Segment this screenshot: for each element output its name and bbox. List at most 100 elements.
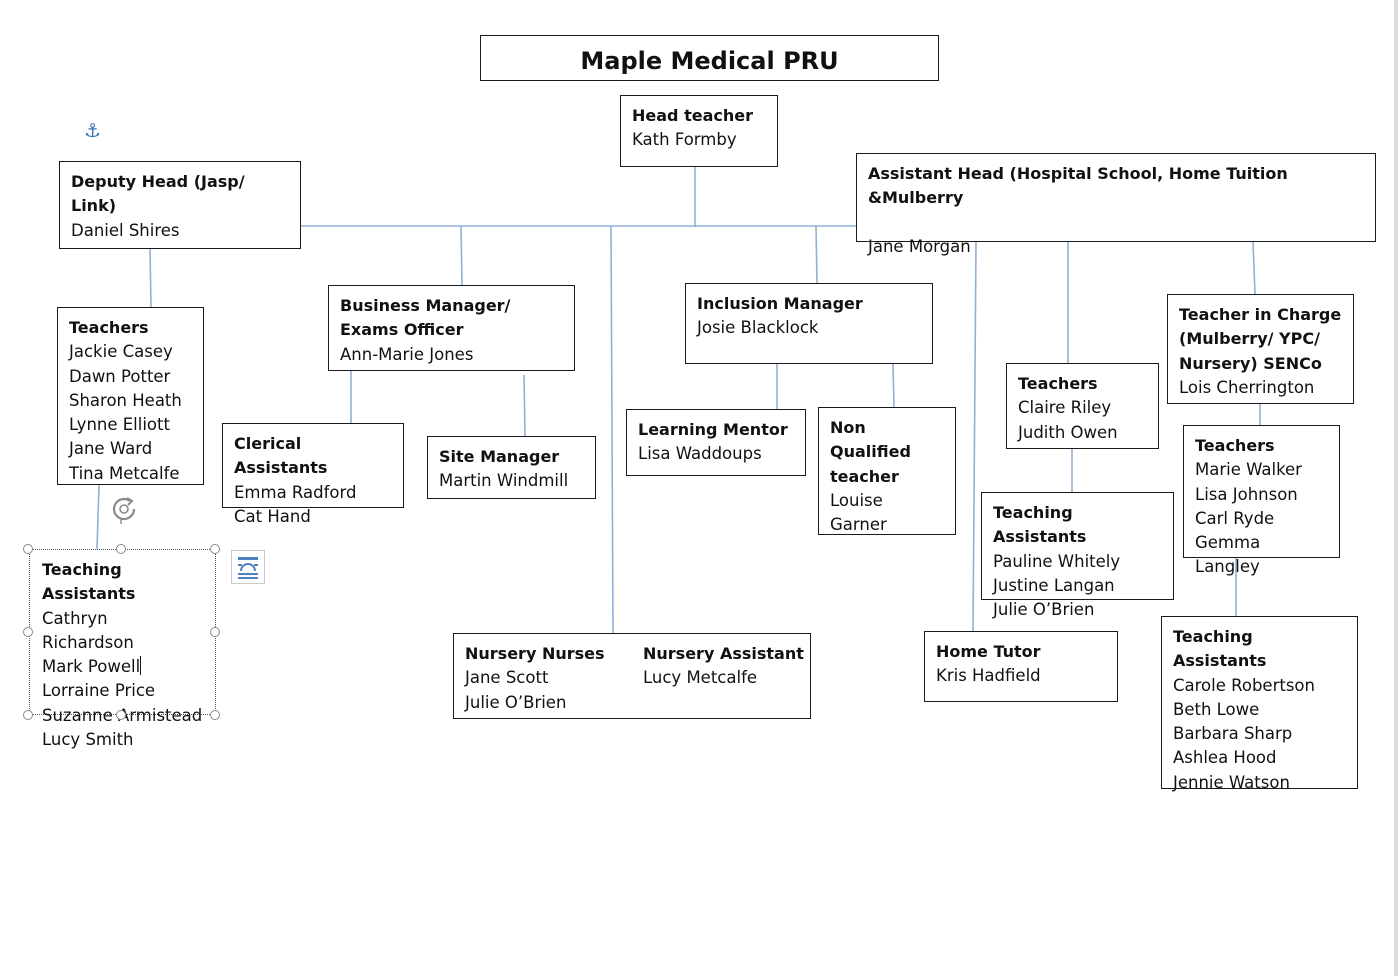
learning-mentor-heading: Learning Mentor	[638, 420, 788, 439]
staff-name: Beth Lowe	[1173, 699, 1260, 719]
staff-name: Lucy Metcalfe	[643, 668, 758, 688]
staff-name: Lorraine Price	[42, 681, 156, 701]
staff-name: Claire Riley	[1018, 398, 1112, 418]
rotate-handle-icon[interactable]	[108, 492, 140, 524]
teacher-in-charge-box: Teacher in Charge (Mulberry/ YPC/ Nurser…	[1167, 294, 1354, 404]
tic-heading-line: Nursery) SENCo	[1179, 353, 1322, 373]
connector	[523, 374, 526, 437]
anchor-icon[interactable]: ⚓	[84, 120, 102, 142]
head-teacher-name: Kath Formby	[632, 130, 737, 150]
resize-handle[interactable]	[210, 710, 220, 720]
resize-handle[interactable]	[210, 627, 220, 637]
staff-name: Ashlea Hood	[1173, 748, 1277, 768]
tic-heading-line: Teacher in Charge	[1179, 305, 1342, 324]
connector	[972, 241, 977, 632]
ah-tas-heading: Teaching Assistants	[993, 503, 1087, 547]
resize-handle[interactable]	[210, 544, 220, 554]
staff-name: Julie O’Brien	[465, 692, 567, 712]
non-qualified-heading-line: teacher	[830, 466, 899, 486]
tic-tas-heading: Teaching Assistants	[1173, 627, 1267, 671]
staff-name: Marie Walker	[1195, 460, 1302, 480]
deputy-teachers-heading: Teachers	[69, 318, 149, 337]
staff-name: Judith Owen	[1018, 422, 1118, 442]
tic-heading-line: (Mulberry/ YPC/	[1179, 329, 1320, 349]
business-manager-heading: Business Manager/ Exams Officer	[340, 296, 511, 340]
staff-name: Emma Radford	[234, 482, 357, 502]
assistant-head-box: Assistant Head (Hospital School, Home Tu…	[856, 153, 1376, 256]
staff-name: Tina Metcalfe	[69, 463, 180, 483]
non-qualified-teacher-box: Non Qualified teacher Louise Garner	[818, 407, 956, 535]
staff-name: Lisa Johnson	[1195, 484, 1298, 504]
staff-name: Justine Langan	[993, 575, 1115, 595]
vertical-scrollbar[interactable]	[1394, 0, 1398, 976]
resize-handle[interactable]	[23, 710, 33, 720]
home-tutor-heading: Home Tutor	[936, 642, 1041, 661]
staff-name: Cathryn Richardson	[42, 608, 134, 652]
deputy-teachers-box: Teachers Jackie Casey Dawn Potter Sharon…	[57, 307, 204, 485]
nursery-assistant-heading: Nursery Assistant	[643, 644, 804, 663]
site-manager-heading: Site Manager	[439, 447, 560, 466]
tic-teaching-assistants-box: Teaching Assistants Carole Robertson Bet…	[1161, 616, 1358, 792]
connector	[892, 363, 895, 408]
staff-name: Carl Ryde	[1195, 508, 1275, 528]
home-tutor-name: Kris Hadfield	[936, 666, 1041, 686]
tic-name: Lois Cherrington	[1179, 377, 1315, 397]
connector	[149, 248, 152, 308]
connector	[96, 484, 100, 550]
staff-name: Jackie Casey	[69, 342, 173, 362]
home-tutor-box: Home Tutor Kris Hadfield	[924, 631, 1118, 702]
staff-name: Jennie Watson	[1173, 772, 1290, 792]
staff-name: Mark Powell	[42, 657, 141, 677]
assistant-head-teaching-assistants-box: Teaching Assistants Pauline Whitely Just…	[981, 492, 1174, 619]
deputy-teaching-assistants-box[interactable]: Teaching Assistants Cathryn Richardson M…	[29, 549, 216, 749]
site-manager-name: Martin Windmill	[439, 471, 569, 491]
learning-mentor-box: Learning Mentor Lisa Waddoups	[626, 409, 806, 476]
staff-name: Jane Ward	[69, 439, 153, 459]
resize-handle[interactable]	[23, 544, 33, 554]
staff-name: Carole Robertson	[1173, 675, 1315, 695]
staff-name: Barbara Sharp	[1173, 724, 1293, 744]
staff-name: Jane Scott	[465, 668, 549, 688]
resize-handle[interactable]	[23, 627, 33, 637]
staff-name-with-cursor[interactable]: Mark Powell	[42, 655, 203, 679]
non-qualified-heading-line: Qualified	[830, 442, 911, 462]
nursery-nurses-heading: Nursery Nurses	[465, 644, 605, 663]
connector	[1252, 241, 1256, 295]
non-qualified-name: Louise Garner	[830, 490, 887, 535]
inclusion-manager-heading: Inclusion Manager	[697, 294, 863, 313]
staff-name: Pauline Whitely	[993, 551, 1121, 571]
resize-handle[interactable]	[116, 710, 126, 720]
clerical-heading: Clerical Assistants	[234, 434, 328, 478]
nursery-assistant-column: Nursery Assistant Lucy Metcalfe	[643, 642, 804, 691]
assistant-head-name: Jane Morgan	[868, 236, 971, 256]
deputy-tas-heading: Teaching Assistants	[42, 560, 136, 604]
connector	[815, 225, 818, 284]
staff-name: Sharon Heath	[69, 390, 182, 410]
resize-handle[interactable]	[116, 544, 126, 554]
tic-teachers-heading: Teachers	[1195, 436, 1275, 455]
layout-options-icon[interactable]	[231, 550, 265, 584]
deputy-head-box: Deputy Head (Jasp/ Link) Daniel Shires	[59, 161, 301, 249]
nursery-box: Nursery Nurses Jane Scott Julie O’Brien …	[453, 633, 811, 719]
nursery-nurses-column: Nursery Nurses Jane Scott Julie O’Brien	[465, 642, 605, 715]
business-manager-box: Business Manager/ Exams Officer Ann-Mari…	[328, 285, 575, 371]
head-teacher-box: Head teacher Kath Formby	[620, 95, 778, 167]
chart-title: Maple Medical PRU	[480, 35, 939, 81]
head-teacher-heading: Head teacher	[632, 106, 753, 125]
staff-name: Lucy Smith	[42, 730, 134, 750]
business-manager-name: Ann-Marie Jones	[340, 344, 474, 364]
non-qualified-heading-line: Non	[830, 418, 866, 437]
deputy-head-name: Daniel Shires	[71, 220, 180, 240]
tic-teachers-box: Teachers Marie Walker Lisa Johnson Carl …	[1183, 425, 1340, 576]
connector	[610, 225, 614, 634]
inclusion-manager-name: Josie Blacklock	[697, 318, 819, 338]
ah-teachers-heading: Teachers	[1018, 374, 1098, 393]
staff-name: Gemma Langley	[1195, 533, 1261, 577]
assistant-head-teachers-box: Teachers Claire Riley Judith Owen	[1006, 363, 1159, 449]
learning-mentor-name: Lisa Waddoups	[638, 444, 762, 464]
staff-name: Dawn Potter	[69, 366, 171, 386]
connector	[460, 225, 463, 286]
text-cursor	[140, 656, 142, 676]
deputy-head-heading: Deputy Head (Jasp/ Link)	[71, 172, 245, 216]
